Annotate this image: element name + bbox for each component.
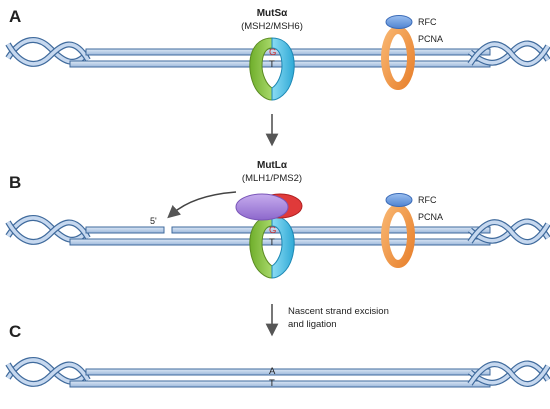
nascent-strand-left-b	[85, 226, 165, 234]
rfc-cap-a	[385, 15, 413, 29]
mutsa-complex-b: G T	[249, 215, 295, 279]
panel-label-a: A	[9, 7, 21, 26]
rfc-cap-b	[385, 193, 413, 207]
step-excision-line1: Nascent strand excision	[288, 306, 389, 317]
mismatch-base-g-a: G	[269, 47, 276, 58]
repaired-strand-c	[85, 368, 491, 376]
left-helix-c	[5, 357, 91, 387]
panel-label-b: B	[9, 173, 21, 192]
mismatch-base-g-b: G	[269, 225, 276, 236]
msh6-subunit-b	[271, 215, 295, 279]
dna-duplex-c	[5, 357, 550, 388]
mutla-subtitle: (MLH1/PMS2)	[242, 173, 302, 184]
nascent-strand-right-b	[171, 226, 491, 234]
template-strand-b	[69, 238, 491, 246]
nick-5prime-label: 5'	[150, 216, 157, 226]
mutla-complex	[235, 193, 303, 221]
left-helix-a	[5, 37, 91, 67]
pcna-clamp-a	[381, 15, 415, 90]
panel-label-c: C	[9, 322, 21, 341]
mutsa-complex-a: G T	[249, 37, 295, 101]
right-helix-a	[467, 40, 550, 67]
msh6-subunit-a	[271, 37, 295, 101]
rfc-label-a: RFC	[418, 17, 437, 27]
paired-base-t: T	[269, 378, 275, 389]
dna-duplex-b	[5, 215, 550, 246]
mlh1-subunit	[235, 193, 289, 221]
pcna-clamp-b	[381, 193, 415, 268]
right-helix-c	[467, 360, 550, 387]
mutsa-title-a: MutSα	[257, 8, 288, 19]
template-base-t-b: T	[269, 237, 275, 248]
template-strand-a	[69, 60, 491, 68]
mutla-title: MutLα	[257, 160, 288, 171]
right-helix-b	[467, 218, 550, 245]
pcna-ring-b	[381, 204, 415, 268]
excision-direction-arrow	[167, 191, 237, 219]
template-strand-c	[69, 380, 491, 388]
pcna-label-b: PCNA	[418, 212, 443, 222]
rfc-label-b: RFC	[418, 195, 437, 205]
left-helix-b	[5, 215, 91, 245]
pcna-label-a: PCNA	[418, 34, 443, 44]
repaired-base-a: A	[269, 366, 276, 377]
pcna-ring-a	[381, 26, 415, 90]
template-base-t-a: T	[269, 59, 275, 70]
step-excision-line2: and ligation	[288, 319, 337, 330]
mutsa-subtitle-a: (MSH2/MSH6)	[241, 21, 303, 32]
